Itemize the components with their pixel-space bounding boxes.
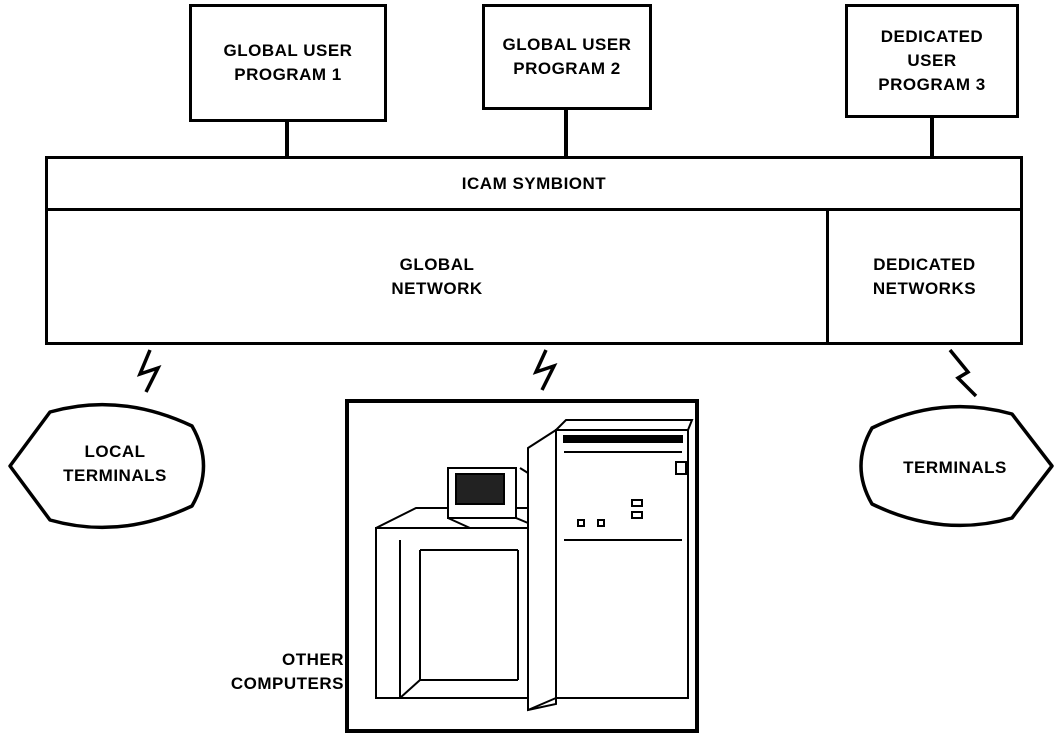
- other-computers-label: OTHER COMPUTERS: [230, 650, 344, 693]
- lightning-bolt-icon-local: [136, 349, 162, 393]
- global-network-label: GLOBAL NETWORK: [391, 254, 483, 298]
- lightning-bolt-icon-terminals: [948, 348, 978, 398]
- global-network-box: GLOBAL NETWORK: [45, 208, 829, 345]
- terminals-label: TERMINALS: [903, 458, 1007, 477]
- global-user-program-1-box: GLOBAL USER PROGRAM 1: [189, 4, 387, 122]
- global-user-program-2-box: GLOBAL USER PROGRAM 2: [482, 4, 652, 110]
- dedicated-networks-box: DEDICATED NETWORKS: [826, 208, 1023, 345]
- local-terminals-label: LOCAL TERMINALS: [63, 442, 167, 485]
- icam-symbiont-bar: ICAM SYMBIONT: [45, 156, 1023, 211]
- icam-symbiont-label: ICAM SYMBIONT: [461, 173, 607, 193]
- local-terminals-shape: [8, 402, 206, 530]
- program-1-label: GLOBAL USER PROGRAM 1: [223, 41, 353, 84]
- terminals-shape: [859, 404, 1054, 528]
- computer-illustration: [375, 419, 694, 712]
- program-2-label: GLOBAL USER PROGRAM 2: [502, 35, 632, 78]
- dedicated-networks-label: DEDICATED NETWORKS: [872, 254, 977, 298]
- dedicated-user-program-3-box: DEDICATED USER PROGRAM 3: [845, 4, 1019, 118]
- lightning-bolt-icon-computers: [532, 349, 558, 391]
- program-3-label: DEDICATED USER PROGRAM 3: [878, 27, 986, 94]
